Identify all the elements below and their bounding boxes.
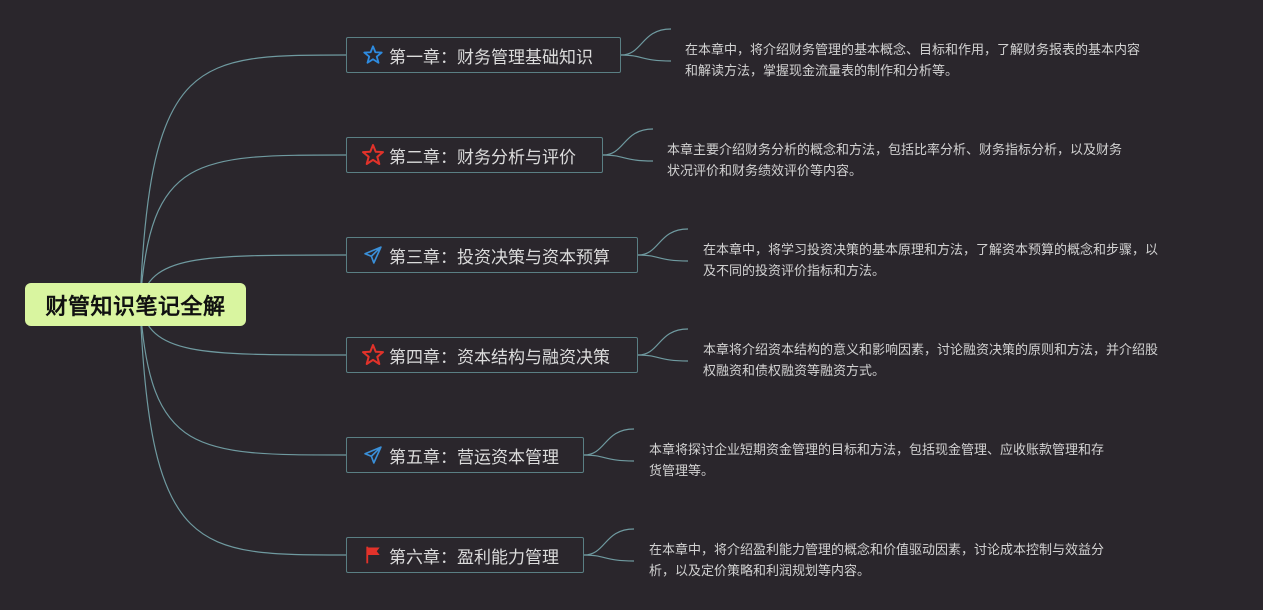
link-chapter-2-to-desc-bottom — [602, 154, 654, 162]
red-flag-icon — [361, 544, 385, 566]
chapter-label-1: 第一章：财务管理基础知识 — [389, 47, 593, 68]
chapter-description-1: 在本章中，将介绍财务管理的基本概念、目标和作用，了解财务报表的基本内容 和解读方… — [685, 43, 1141, 79]
star-outline-red-icon — [361, 344, 385, 366]
link-chapter-6-to-desc-top — [583, 528, 635, 556]
link-chapter-4-to-desc-top — [637, 328, 689, 356]
link-root-to-chapter-1 — [139, 54, 347, 305]
paper-plane-icon — [361, 444, 385, 466]
chapter-node-1[interactable]: 第一章：财务管理基础知识 — [346, 37, 621, 73]
chapter-label-5: 第五章：营运资本管理 — [389, 447, 559, 468]
chapter-node-2[interactable]: 第二章：财务分析与评价 — [346, 137, 603, 173]
chapter-node-3[interactable]: 第三章：投资决策与资本预算 — [346, 237, 638, 273]
link-root-to-chapter-2 — [139, 154, 347, 305]
chapter-description-4: 本章将介绍资本结构的意义和影响因素，讨论融资决策的原则和方法，并介绍股 权融资和… — [703, 343, 1159, 379]
chapter-description-6: 在本章中，将介绍盈利能力管理的概念和价值驱动因素，讨论成本控制与效益分 析，以及… — [649, 543, 1105, 579]
link-chapter-1-to-desc-top — [620, 28, 672, 56]
chapter-label-2: 第二章：财务分析与评价 — [389, 147, 576, 168]
link-root-to-chapter-5 — [139, 303, 347, 456]
star-outline-red-icon — [361, 144, 385, 166]
chapter-description-2: 本章主要介绍财务分析的概念和方法，包括比率分析、财务指标分析，以及财务 状况评价… — [667, 143, 1123, 179]
chapter-label-4: 第四章：资本结构与融资决策 — [389, 347, 610, 368]
link-chapter-3-to-desc-top — [637, 228, 689, 256]
chapter-description-3: 在本章中，将学习投资决策的基本原理和方法，了解资本预算的概念和步骤，以 及不同的… — [703, 243, 1159, 279]
chapter-node-6[interactable]: 第六章：盈利能力管理 — [346, 537, 584, 573]
chapter-label-3: 第三章：投资决策与资本预算 — [389, 247, 610, 268]
link-chapter-5-to-desc-top — [583, 428, 635, 456]
link-chapter-2-to-desc-top — [602, 128, 654, 156]
chapter-label-6: 第六章：盈利能力管理 — [389, 547, 559, 568]
paper-plane-icon — [361, 244, 385, 266]
link-chapter-1-to-desc-bottom — [620, 54, 672, 62]
link-chapter-3-to-desc-bottom — [637, 254, 689, 262]
link-chapter-4-to-desc-bottom — [637, 354, 689, 362]
link-chapter-5-to-desc-bottom — [583, 454, 635, 462]
star-outline-blue-icon — [361, 44, 385, 66]
link-chapter-6-to-desc-bottom — [583, 554, 635, 562]
chapter-description-5: 本章将探讨企业短期资金管理的目标和方法，包括现金管理、应收账款管理和存 货管理等… — [649, 443, 1105, 479]
root-topic[interactable]: 财管知识笔记全解 — [25, 283, 246, 326]
link-root-to-chapter-6 — [139, 303, 347, 556]
root-topic-label: 财管知识笔记全解 — [45, 294, 226, 320]
chapter-node-5[interactable]: 第五章：营运资本管理 — [346, 437, 584, 473]
chapter-node-4[interactable]: 第四章：资本结构与融资决策 — [346, 337, 638, 373]
